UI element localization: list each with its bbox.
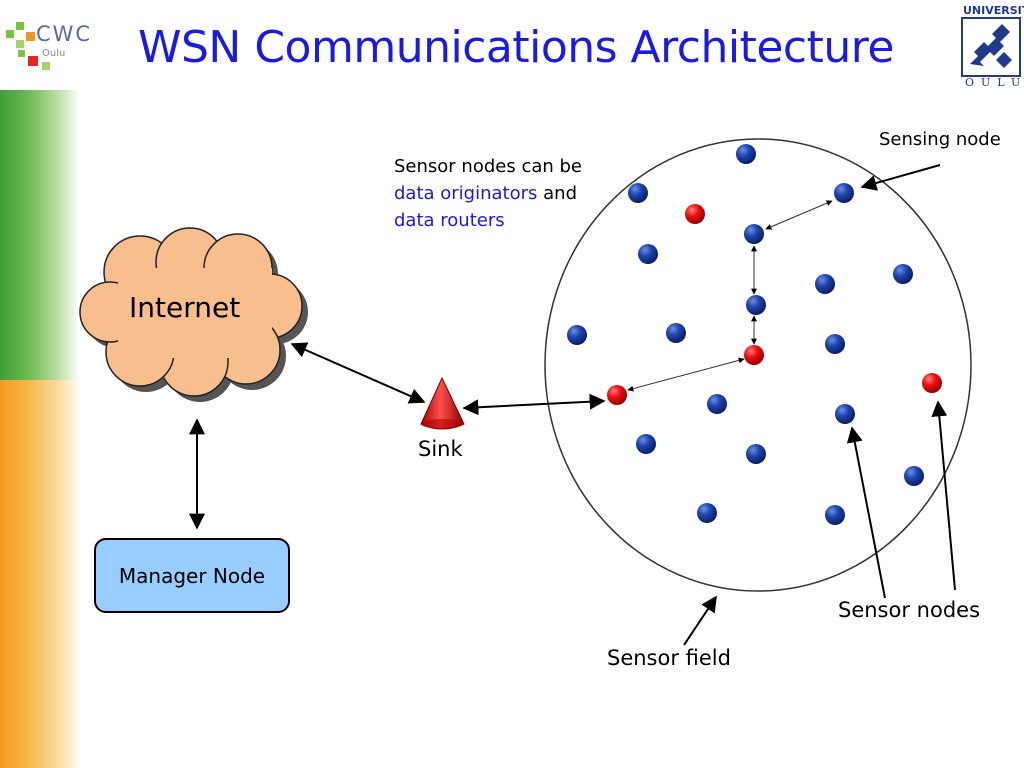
page-title: WSN Communications Architecture [138,22,894,73]
sensor-field-ellipse [544,138,972,592]
cwc-logo-subtext: Oulu [42,48,66,59]
sensor-node [746,444,766,464]
sensor-node [744,224,764,244]
sensing-node-label: Sensing node [879,129,1001,150]
manager-node-box: Manager Node [94,538,290,613]
sensor-node [825,334,845,354]
sensor-nodes-red [607,204,942,405]
sensor-node [638,244,658,264]
route-arrow-4 [765,200,833,230]
sensor-role-note: Sensor nodes can be data originators and… [394,153,582,234]
sensor-node-red [744,345,764,365]
sensor-node [628,183,648,203]
sensor-node [707,394,727,414]
sensor-node [825,505,845,525]
sink-label: Sink [418,437,463,461]
note-line-1: Sensor nodes can be [394,156,582,177]
sensor-node-red [922,373,942,393]
cwc-logo-text: CWC [36,22,93,46]
sensor-node [815,274,835,294]
sensor-nodes-pointer-2 [931,400,956,591]
sensor-node [697,503,717,523]
sensor-node [636,434,656,454]
sensor-nodes-label: Sensor nodes [838,598,981,622]
sensor-node [904,466,924,486]
sensor-node [736,144,756,164]
internet-cloud [79,227,308,402]
university-logo-bottom-text: OULU [965,76,1024,89]
route-arrow-1 [627,357,745,392]
note-line-2: data originators and [394,180,582,207]
university-logo [961,17,1021,77]
side-bar-green [0,90,80,380]
sensing-node [834,183,854,203]
sensor-nodes-blue [567,144,924,525]
sensor-nodes-pointer-1 [846,426,886,599]
sensing-node-pointer [860,164,941,191]
sensor-node-red [607,385,627,405]
sensor-field-pointer [683,595,717,646]
sensor-node [567,325,587,345]
sensor-node [893,264,913,284]
side-bar-orange [0,380,80,768]
manager-node-label: Manager Node [118,564,266,588]
sensor-node [746,295,766,315]
sink-icon [420,376,465,430]
cwc-logo [6,22,50,70]
note-data-routers: data routers [394,210,505,231]
note-data-originators: data originators [394,183,538,204]
note-and: and [537,183,577,204]
sink-node-arrow [462,393,606,416]
sensor-field-label: Sensor field [607,646,731,670]
university-logo-top-text: UNIVERSITY [963,4,1024,17]
internet-sink-arrow [290,342,426,404]
sensor-node-red [685,204,705,224]
sensor-node [666,323,686,343]
sensor-node [835,404,855,424]
internet-label: Internet [129,291,241,324]
